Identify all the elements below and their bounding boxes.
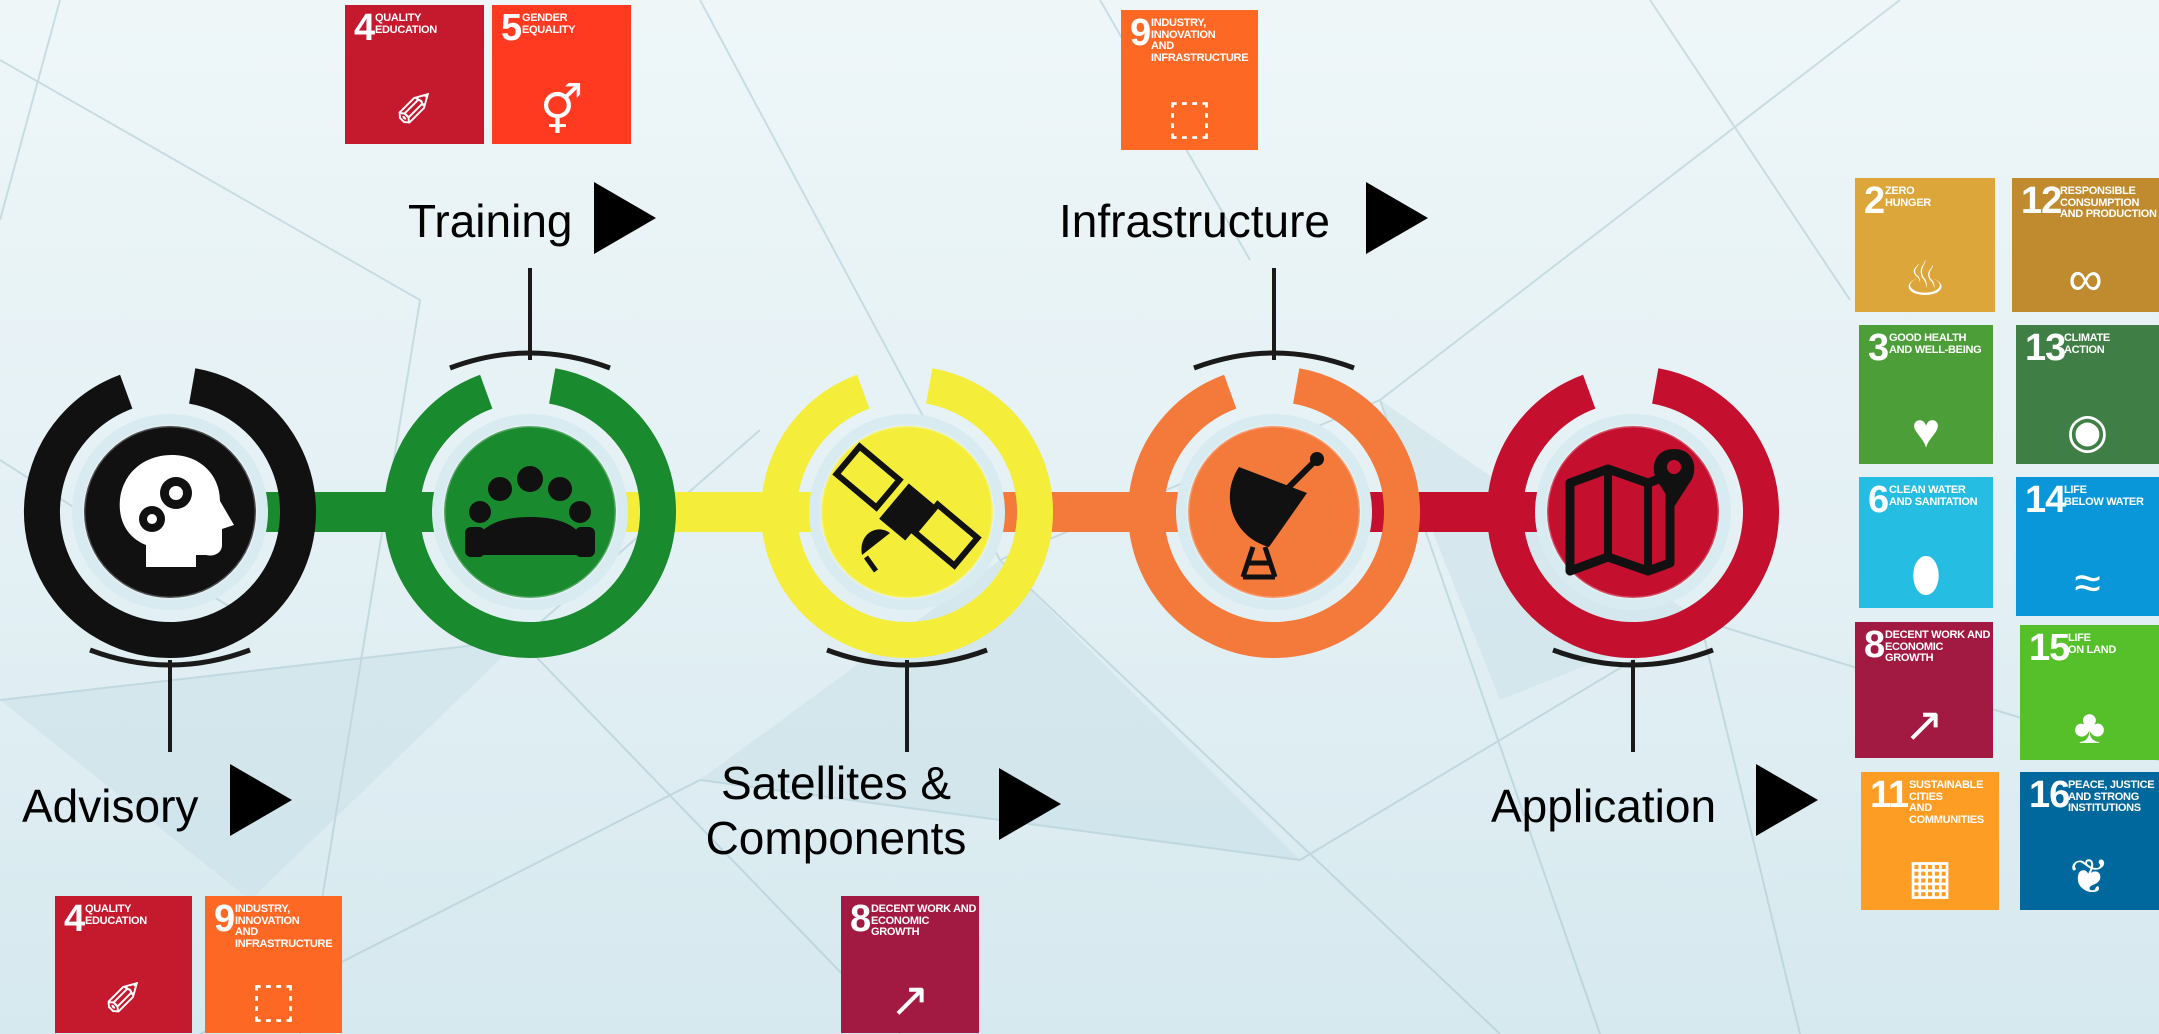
water-drop-icon: ⬮: [1910, 549, 1942, 602]
sdg-number: 5: [501, 7, 522, 49]
book-pencil-icon: ✐: [103, 974, 144, 1027]
sdg-number: 9: [1130, 12, 1151, 54]
stage-label-application: Application: [1491, 780, 1717, 832]
stage-halo-advisory: [82, 424, 258, 600]
satellite-dish-icon: [1229, 452, 1324, 580]
pin-arc-satellites: [826, 647, 988, 668]
sdg-title: QUALITY EDUCATION: [375, 12, 437, 36]
sdg-number: 12: [2021, 180, 2062, 222]
eye-globe-icon: ◉: [2066, 405, 2109, 458]
heartbeat-icon: ♥: [1911, 405, 1941, 458]
stage-halo-satellites: [819, 424, 995, 600]
connector-1: [590, 492, 847, 532]
sdg-number: 9: [214, 898, 235, 940]
sdg-number: 3: [1868, 327, 1889, 369]
satellites-arrow-icon: [999, 768, 1061, 840]
stage-ring-outer-infrastructure: [1128, 368, 1420, 658]
stage-halo-infrastructure: [1186, 424, 1362, 600]
stage-ring-outer-application: [1487, 368, 1779, 658]
sdg-number: 4: [64, 898, 85, 940]
sdg-number: 2: [1864, 180, 1885, 222]
gender-equality-icon: ⚥: [539, 85, 584, 138]
sdg-title: CLEAN WATER AND SANITATION: [1889, 484, 1978, 508]
city-icon: ▦: [1907, 851, 1953, 904]
sdg-number: 8: [1864, 624, 1885, 666]
book-pencil-icon: ✐: [394, 85, 435, 138]
sdg-title: DECENT WORK AND ECONOMIC GROWTH: [871, 903, 977, 939]
dove-icon: ❦: [2069, 851, 2110, 904]
sdg-title: GOOD HEALTH AND WELL-BEING: [1889, 332, 1982, 356]
sdg-number: 4: [354, 7, 375, 49]
map-pin-icon: [1565, 449, 1695, 576]
head-gears-icon: [119, 455, 234, 567]
stage-ring-outer-training: [384, 368, 676, 658]
advisory-arrow-icon: [230, 764, 292, 836]
sdg-number: 8: [850, 898, 871, 940]
cubes-icon: ⬚: [250, 974, 297, 1027]
pin-arc-training: [449, 350, 611, 371]
sdg-number: 13: [2025, 327, 2066, 369]
pin-arc-infrastructure: [1193, 350, 1355, 371]
training-arrow-icon: [594, 182, 656, 254]
sdg-title: LIFE BELOW WATER: [2064, 484, 2144, 508]
infrastructure-arrow-icon: [1366, 182, 1428, 254]
stage-ring-outer-satellites: [761, 368, 1053, 658]
satellite-icon: [832, 442, 982, 573]
growth-chart-icon: ↗: [1903, 699, 1945, 752]
fish-icon: ≈: [2074, 557, 2101, 610]
application-arrow-icon: [1756, 764, 1818, 836]
stage-ring-outer-advisory: [24, 368, 316, 658]
growth-chart-icon: ↗: [889, 974, 931, 1027]
cubes-icon: ⬚: [1166, 91, 1213, 144]
sdg-title: LIFE ON LAND: [2068, 632, 2117, 656]
stage-label-training: Training: [408, 195, 573, 247]
stage-label-infrastructure: Infrastructure: [1059, 195, 1330, 247]
tree-icon: ♣: [2073, 701, 2106, 754]
stage-halo-application: [1545, 424, 1721, 600]
stage-label-advisory: Advisory: [22, 780, 199, 832]
sdg-title: INDUSTRY, INNOVATION AND INFRASTRUCTURE: [235, 903, 333, 950]
sdg-title: INDUSTRY, INNOVATION AND INFRASTRUCTURE: [1151, 17, 1249, 64]
sdg-title: CLIMATE ACTION: [2064, 332, 2110, 356]
pin-arc-application: [1552, 647, 1714, 668]
stage-label-satellites: Satellites & Components: [705, 757, 967, 865]
sdg-title: ZERO HUNGER: [1885, 185, 1931, 209]
stage-halo-training: [442, 424, 618, 600]
sdg-title: GENDER EQUALITY: [522, 12, 576, 36]
sdg-title: PEACE, JUSTICE AND STRONG INSTITUTIONS: [2068, 779, 2155, 815]
sdg-title: DECENT WORK AND ECONOMIC GROWTH: [1885, 629, 1991, 665]
sdg-title: QUALITY EDUCATION: [85, 903, 147, 927]
pin-arc-advisory: [89, 647, 251, 668]
sdg-number: 16: [2029, 774, 2070, 816]
sdg-title: RESPONSIBLE CONSUMPTION AND PRODUCTION: [2060, 185, 2157, 221]
sdg-number: 14: [2025, 479, 2066, 521]
sdg-title: SUSTAINABLE CITIES AND COMMUNITIES: [1909, 779, 1984, 826]
sdg-number: 15: [2029, 627, 2070, 669]
sdg-number: 6: [1868, 479, 1889, 521]
connector-2: [967, 492, 1214, 532]
meeting-group-icon: [465, 466, 595, 557]
connector-3: [1334, 492, 1573, 532]
bowl-icon: ♨: [1903, 253, 1947, 306]
infinity-icon: ∞: [2068, 253, 2103, 306]
sdg-number: 11: [1870, 774, 1909, 816]
